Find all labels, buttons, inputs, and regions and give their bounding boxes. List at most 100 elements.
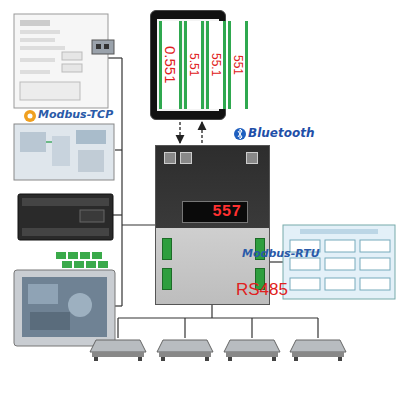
monitor-screenshot — [283, 225, 395, 299]
monitor-screenshot — [325, 258, 355, 270]
hmi-panel — [22, 277, 107, 337]
platform-scale — [157, 340, 213, 352]
software-screenshot — [14, 14, 108, 108]
monitor-screenshot — [360, 258, 390, 270]
platform-scale — [90, 340, 346, 361]
scada-screenshot — [76, 130, 106, 144]
platform-scale — [94, 357, 98, 361]
network-switch-icon — [92, 40, 114, 54]
plc-device — [22, 228, 109, 236]
network-switch-icon — [96, 44, 101, 49]
network-wire — [115, 305, 122, 306]
network-wire — [113, 214, 122, 215]
monitor-screenshot — [290, 278, 320, 290]
hmi-panel — [28, 284, 58, 304]
phone-screen: 0.5515.5155.1551 — [157, 19, 219, 111]
software-screenshot — [20, 46, 65, 50]
monitor-screenshot — [360, 240, 390, 252]
protocol-label: RS485 — [236, 280, 288, 300]
platform-scale — [224, 340, 280, 352]
weight-reading: 551 — [231, 55, 245, 75]
io-module-icon — [80, 252, 90, 259]
protocol-label: Modbus-RTU — [242, 247, 320, 260]
software-screenshot — [20, 20, 50, 26]
platform-scale — [290, 340, 346, 352]
monitor-screenshot — [300, 229, 378, 234]
plc-device — [18, 194, 113, 240]
platform-scale — [161, 357, 165, 361]
io-module-icon — [98, 261, 108, 268]
software-screenshot — [62, 64, 82, 72]
io-module-icon — [56, 252, 66, 259]
network-wire — [184, 318, 185, 338]
led-display: 557 — [182, 201, 248, 223]
gear-icon — [28, 114, 33, 119]
platform-scale — [292, 352, 344, 357]
network-wire — [122, 224, 155, 225]
platform-scale — [159, 352, 211, 357]
software-screenshot — [20, 38, 55, 42]
io-module-icon — [74, 261, 84, 268]
scada-screenshot — [52, 136, 70, 166]
scada-screenshot — [14, 124, 114, 180]
ethernet-port — [246, 152, 258, 164]
network-wire — [317, 318, 318, 338]
platform-scale — [272, 357, 276, 361]
network-wire — [115, 149, 122, 150]
protocol-label: Modbus-TCP — [38, 108, 113, 121]
weight-reading: 55.1 — [209, 53, 223, 76]
bluetooth-icon — [234, 128, 246, 140]
scada-screenshot — [14, 124, 114, 180]
gear-icon — [24, 110, 36, 122]
bluetooth-icon — [238, 129, 242, 139]
platform-scale — [90, 340, 146, 352]
io-module-icon — [68, 252, 78, 259]
bluetooth-link-arrow — [201, 122, 202, 143]
display-reading: 557 — [212, 203, 241, 221]
weight-reading: 0.551 — [162, 46, 179, 84]
io-module-icon — [56, 252, 108, 268]
platform-scale — [226, 352, 278, 357]
bluetooth-link-arrow — [179, 122, 180, 143]
network-wire — [121, 58, 122, 306]
network-wire — [108, 57, 122, 58]
monitor-screenshot — [325, 278, 355, 290]
phone-display: 0.5515.5155.1551 — [150, 10, 226, 120]
ethernet-port — [164, 152, 176, 164]
bluetooth-icon — [234, 128, 246, 140]
network-switch-icon — [104, 44, 109, 49]
reading-cell: 55.1 — [206, 21, 226, 109]
reading-cell: 5.51 — [184, 21, 204, 109]
reading-cell: 0.551 — [159, 21, 182, 109]
scada-screenshot — [78, 150, 104, 172]
plc-device — [18, 194, 113, 240]
platform-scale — [338, 357, 342, 361]
software-screenshot — [62, 52, 82, 60]
network-wire — [118, 317, 318, 318]
plc-device — [80, 210, 104, 222]
platform-scale — [294, 357, 298, 361]
io-module-icon — [92, 252, 102, 259]
platform-scale — [138, 357, 142, 361]
network-wire — [270, 261, 283, 262]
network-switch-icon — [92, 40, 114, 54]
hmi-panel — [14, 270, 115, 346]
plc-device — [22, 198, 109, 206]
monitor-screenshot — [325, 240, 355, 252]
software-screenshot — [14, 14, 108, 108]
io-module-icon — [86, 261, 96, 268]
software-screenshot — [20, 30, 60, 34]
io-module-icon — [62, 261, 72, 268]
network-wire — [251, 318, 252, 338]
ethernet-port — [180, 152, 192, 164]
terminal-block — [162, 268, 172, 290]
software-screenshot — [20, 70, 50, 74]
hmi-panel — [30, 312, 70, 330]
hmi-panel — [14, 270, 115, 346]
platform-scale — [92, 352, 144, 357]
gear-icon — [24, 110, 36, 122]
reading-cell: 551 — [228, 21, 248, 109]
network-wire — [211, 305, 212, 318]
